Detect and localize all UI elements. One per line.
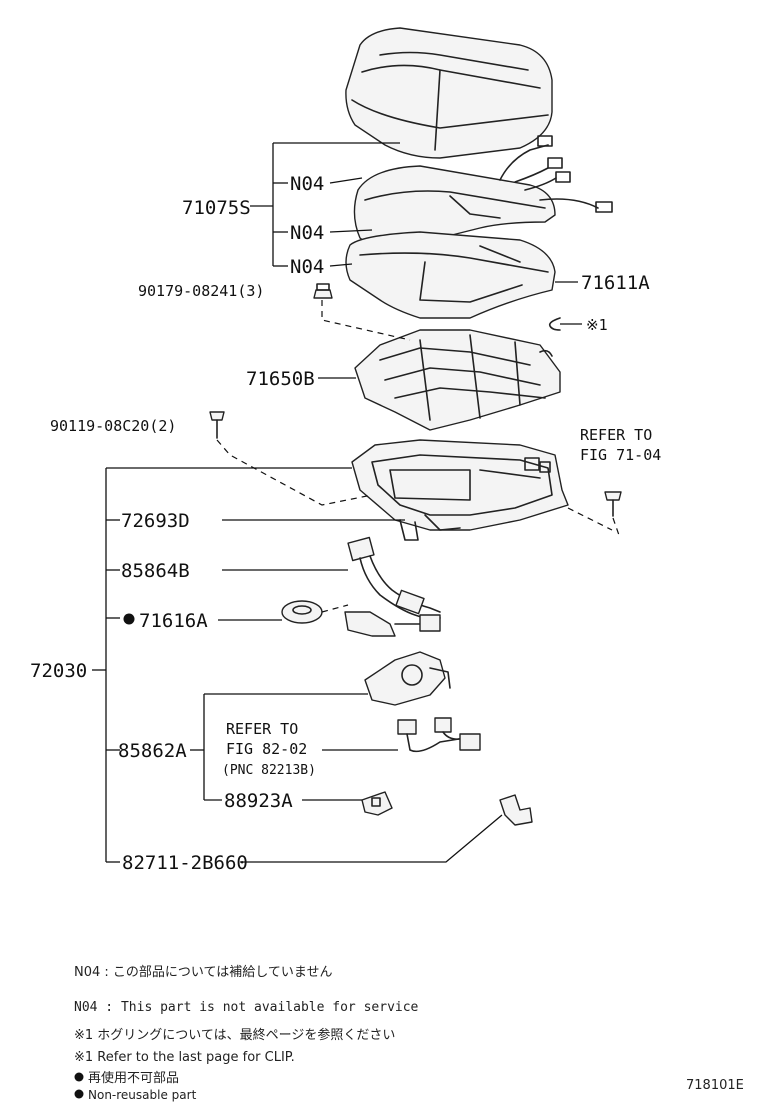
bolt-right-drawing [604, 491, 622, 517]
not-serviced-label-2: N04 [290, 222, 324, 244]
part-label-82711-2B660: 82711-2B660 [122, 852, 248, 874]
seat-harness-drawing [344, 536, 441, 637]
part-label-88923A: 88923A [224, 790, 293, 812]
cushion-frame-drawing [351, 439, 569, 541]
seat-actuator-drawing [364, 651, 451, 706]
hog-ring-drawing [548, 317, 582, 331]
part-label-71611A: 71611A [581, 272, 650, 294]
not-serviced-label-1: N04 [290, 173, 324, 195]
legend-n04-english: N04 : This part is not available for ser… [74, 1000, 419, 1015]
legend-clip-japanese: ※1 ホグリングについては、最終ページを参照ください [74, 1027, 395, 1043]
part-label-71075S: 71075S [182, 197, 251, 219]
sensor-harness-drawing [397, 717, 481, 753]
part-label-72693D: 72693D [121, 510, 190, 532]
cushion-pad-drawing [345, 231, 556, 319]
part-label-85864B: 85864B [121, 560, 190, 582]
clip-drawing [361, 791, 393, 816]
part-label-71616A: 71616A [139, 610, 208, 632]
legend-non-reusable-english: Non-reusable part [88, 1088, 197, 1102]
refer-to-fig-71-04-line2[interactable]: FIG 71-04 [580, 446, 661, 464]
non-reusable-bullet-icon [123, 613, 135, 625]
legend-bullet-icon-2 [74, 1089, 84, 1099]
part-label-90179: 90179-08241(3) [138, 282, 264, 300]
clip-reference-mark: ※1 [586, 316, 608, 334]
leader-lines [92, 142, 621, 863]
not-serviced-label-3: N04 [290, 256, 324, 278]
legend-n04-japanese: N04 : この部品については補給していません [74, 965, 332, 980]
part-label-71650B: 71650B [246, 368, 315, 390]
seat-spring-frame-drawing [354, 329, 561, 431]
grommet-drawing [281, 600, 323, 624]
refer-to-fig-82-02-line2[interactable]: FIG 82-02 [226, 740, 307, 758]
part-label-90119: 90119-08C20(2) [50, 417, 176, 435]
bolt-drawing [209, 411, 225, 439]
refer-to-fig-82-02-line3[interactable]: (PNC 82213B) [222, 763, 316, 778]
figure-id: 718101E [686, 1078, 744, 1093]
part-label-72030: 72030 [30, 660, 87, 682]
refer-to-fig-82-02-line1[interactable]: REFER TO [226, 720, 298, 738]
refer-to-fig-71-04-line1[interactable]: REFER TO [580, 426, 652, 444]
part-label-85862A: 85862A [118, 740, 187, 762]
seat-cushion-cover-drawing [345, 27, 553, 159]
legend-clip-english: ※1 Refer to the last page for CLIP. [74, 1050, 295, 1065]
legend-non-reusable-japanese: 再使用不可部品 [88, 1070, 179, 1086]
legend-bullet-icon [74, 1072, 84, 1082]
nut-drawing [313, 283, 333, 299]
wire-clamp-drawing [499, 794, 533, 826]
